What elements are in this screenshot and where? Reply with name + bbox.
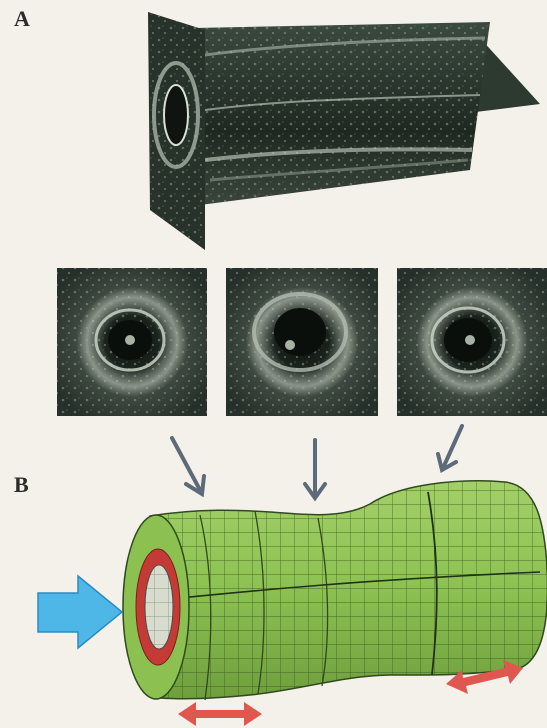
vessel-mesh (123, 481, 547, 700)
pointer-arrow-right (438, 426, 462, 470)
motion-arrow-left (178, 702, 262, 726)
pointer-arrow-left (172, 438, 204, 494)
ivus-frame-left (57, 268, 207, 416)
ivus-frame-middle (226, 268, 378, 416)
ivus-frame-right (397, 268, 547, 416)
inflow-arrow (38, 576, 122, 648)
ivus-3d-volume (148, 12, 540, 250)
pointer-arrow-middle (305, 440, 325, 498)
